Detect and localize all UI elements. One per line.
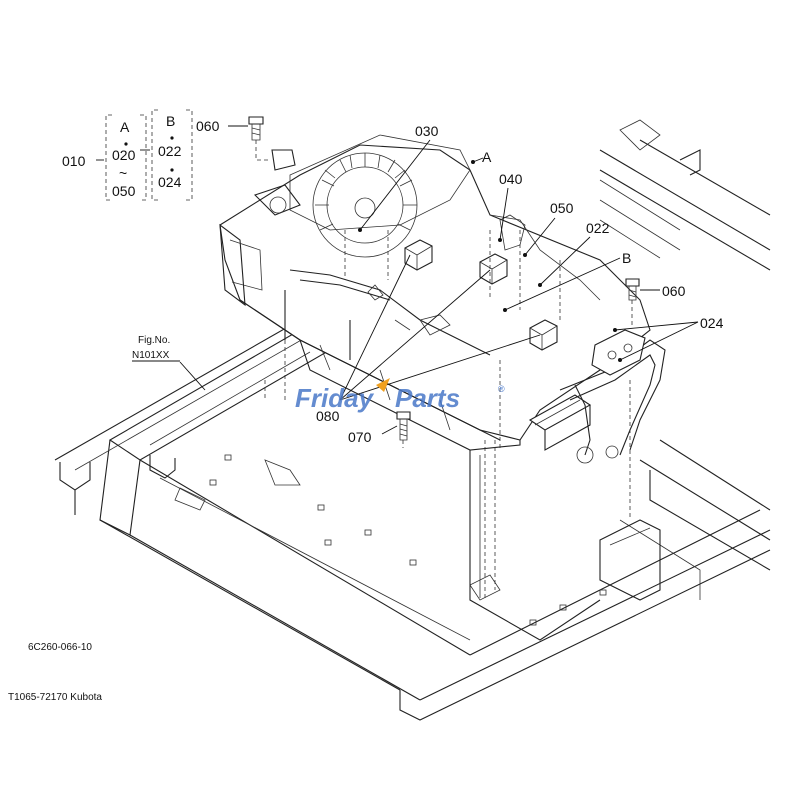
figref-line1: Fig.No. [138, 335, 170, 346]
callout-040: 040 [499, 171, 523, 187]
callout-030: 030 [415, 123, 439, 139]
model-caption: T1065-72170 Kubota [8, 692, 102, 703]
bolt-060-right [625, 278, 640, 325]
label-a: A [482, 149, 492, 165]
callout-060-right: 060 [662, 283, 686, 299]
callout-022-group: 022 [158, 143, 182, 159]
callout-020: 020 [112, 147, 136, 163]
callout-tilde: ~ [119, 165, 127, 181]
watermark-registered: ® [498, 384, 505, 394]
dot-b2 [170, 168, 174, 172]
callout-050-group: 050 [112, 183, 136, 199]
callout-080: 080 [316, 408, 340, 424]
callout-050: 050 [550, 200, 574, 216]
group-bracket-b [151, 109, 193, 201]
watermark-swoosh [376, 378, 390, 392]
chassis-frame [54, 119, 771, 721]
watermark: Friday Parts ® [295, 378, 505, 413]
group-label-a: A [120, 119, 130, 135]
callout-022: 022 [586, 220, 610, 236]
callout-010: 010 [62, 153, 86, 169]
diagram-code: 6C260-066-10 [28, 642, 92, 653]
group-bracket-a [105, 114, 147, 201]
watermark-part2: Parts [395, 383, 460, 413]
heater-housing [219, 134, 666, 641]
group-label-b: B [166, 113, 175, 129]
callout-060-top: 060 [196, 118, 220, 134]
figref-line2: N101XX [132, 350, 170, 361]
callout-070: 070 [348, 429, 372, 445]
watermark-part1: Friday [295, 383, 375, 413]
dot-b [170, 136, 174, 140]
callout-024-group: 024 [158, 174, 182, 190]
dot-a [124, 142, 128, 146]
label-b: B [622, 250, 631, 266]
bolt-060-top [248, 116, 296, 171]
leader-lines [96, 125, 699, 435]
callout-024: 024 [700, 315, 724, 331]
bolt-070 [396, 411, 411, 448]
